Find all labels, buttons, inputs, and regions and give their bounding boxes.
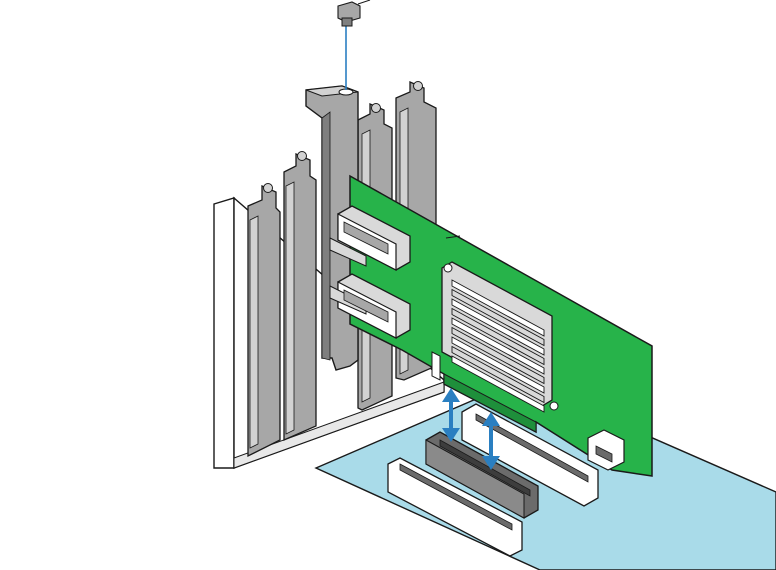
slot-bracket-2 bbox=[284, 152, 316, 441]
thumbscrew-icon bbox=[338, 0, 370, 26]
slot-bracket-1 bbox=[248, 184, 280, 457]
